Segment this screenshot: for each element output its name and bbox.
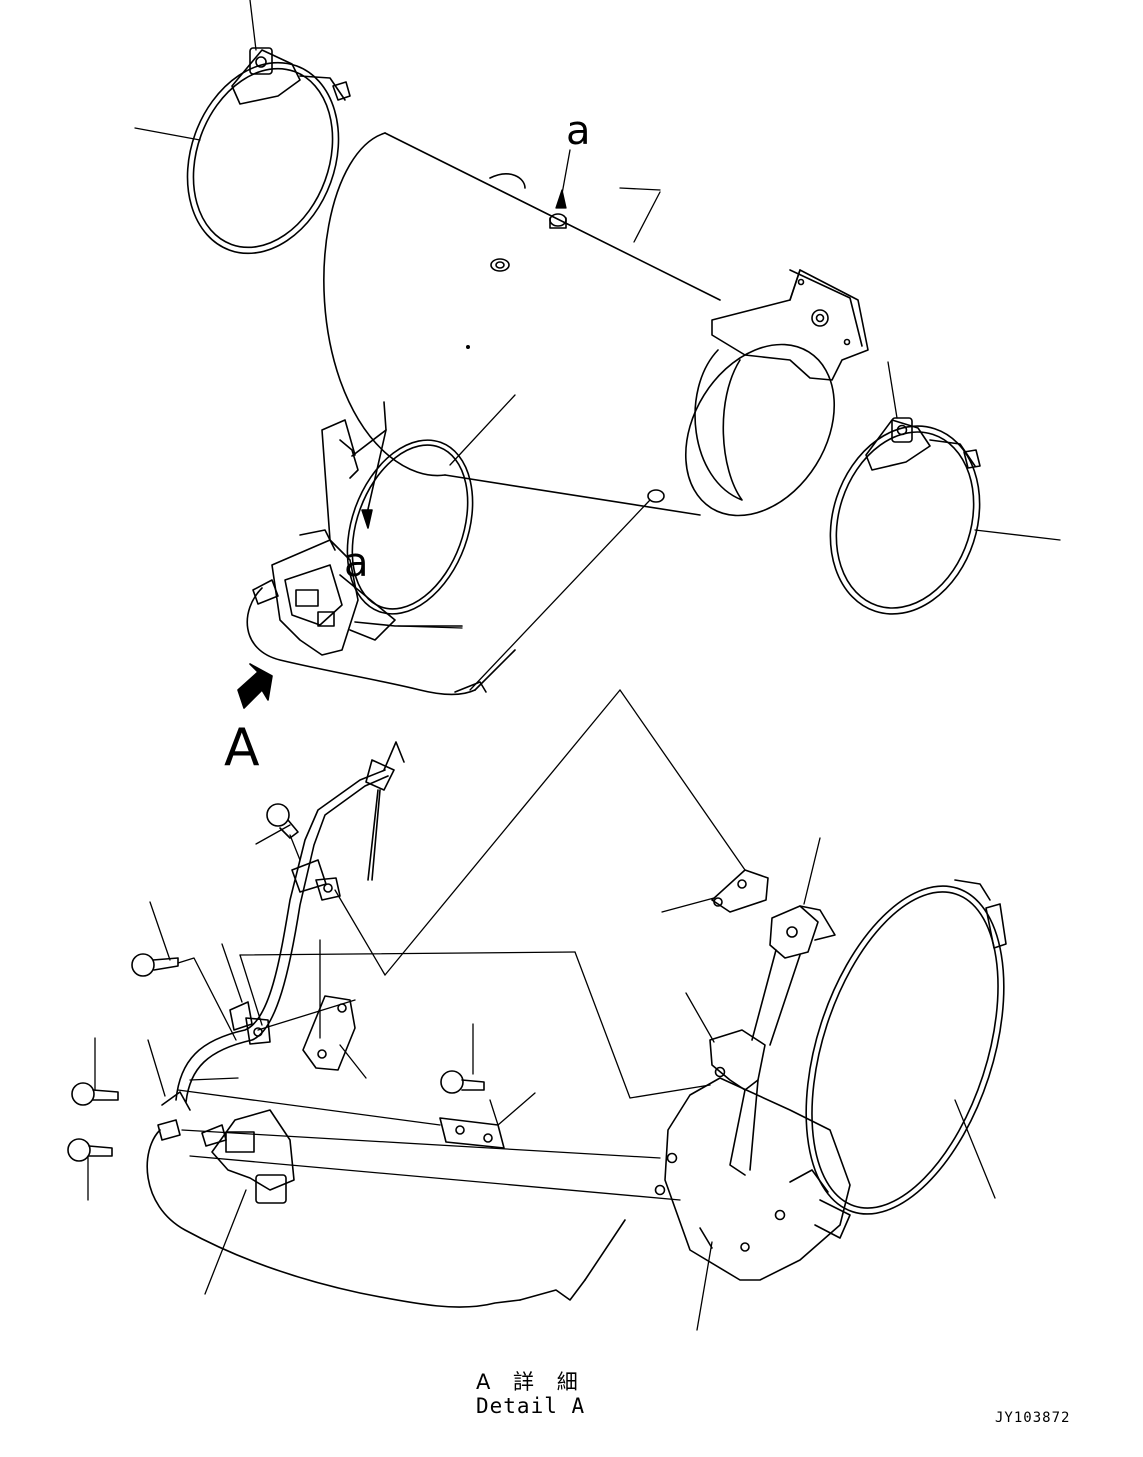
detail-a-harness — [175, 741, 405, 1103]
leader-lines-detail-a — [87, 689, 996, 1331]
detail-a-clamps — [245, 869, 769, 1149]
detail-a-bolts — [67, 803, 485, 1162]
detail-caption-japanese: A 詳 細 — [476, 1370, 586, 1394]
detail-a-arrow — [237, 663, 273, 709]
band-clamp-upper-left — [186, 47, 351, 255]
detail-caption-english: Detail A — [476, 1394, 586, 1418]
detail-a-sensor — [146, 1091, 626, 1308]
muffler-body — [323, 132, 836, 517]
sensor-assembly-upper — [246, 401, 516, 696]
leader-lines-upper — [134, 0, 1061, 691]
detail-a-bracket-plate — [654, 1029, 851, 1281]
band-clamp-right — [829, 417, 981, 615]
drawing-code: JY103872 — [995, 1410, 1071, 1426]
detail-a-large-band — [751, 879, 1007, 1215]
view-mark-a-upper: a — [566, 108, 591, 154]
detail-a-label: A — [224, 718, 260, 778]
view-mark-a-lower: a — [344, 540, 369, 586]
mounting-bracket — [711, 269, 869, 381]
